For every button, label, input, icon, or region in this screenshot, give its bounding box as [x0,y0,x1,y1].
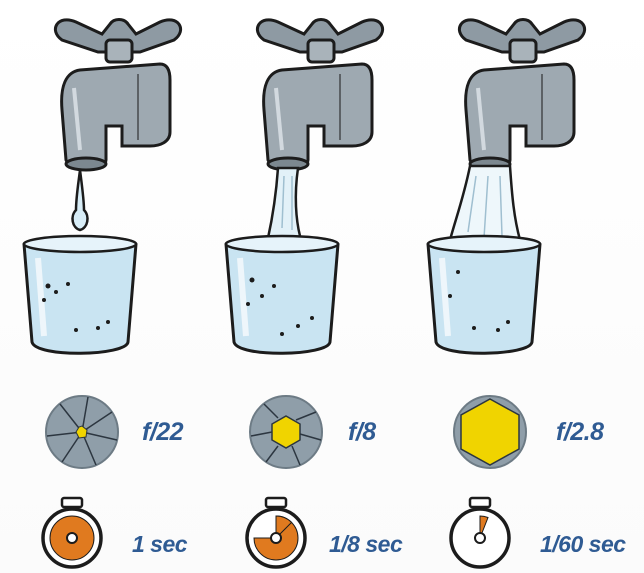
aperture-icon [454,396,526,468]
stopwatch-icon [247,498,305,567]
shutter-speed-label: 1 sec [132,531,187,558]
faucet-scene [10,0,210,573]
stopwatch-icon [43,498,101,567]
faucet-icon [55,20,180,171]
faucet-icon [257,20,382,171]
water-glass-icon [24,236,136,353]
water-flow-drip [73,170,88,230]
panel-small-aperture: f/22 1 sec [10,0,210,573]
water-glass-icon [428,236,540,353]
faucet-scene [212,0,412,573]
shutter-speed-label: 1/60 sec [540,531,626,558]
aperture-icon [46,396,118,468]
aperture-icon [250,396,322,468]
aperture-label: f/2.8 [556,418,604,447]
faucet-icon [459,20,584,171]
shutter-speed-label: 1/8 sec [329,531,402,558]
water-glass-icon [226,236,338,353]
stopwatch-icon [451,498,509,567]
panel-large-aperture: f/2.8 1/60 sec [414,0,614,573]
water-flow-stream [268,168,300,242]
faucet-scene [414,0,614,573]
aperture-label: f/8 [348,418,376,447]
aperture-label: f/22 [142,418,183,447]
panel-medium-aperture: f/8 1/8 sec [212,0,412,573]
